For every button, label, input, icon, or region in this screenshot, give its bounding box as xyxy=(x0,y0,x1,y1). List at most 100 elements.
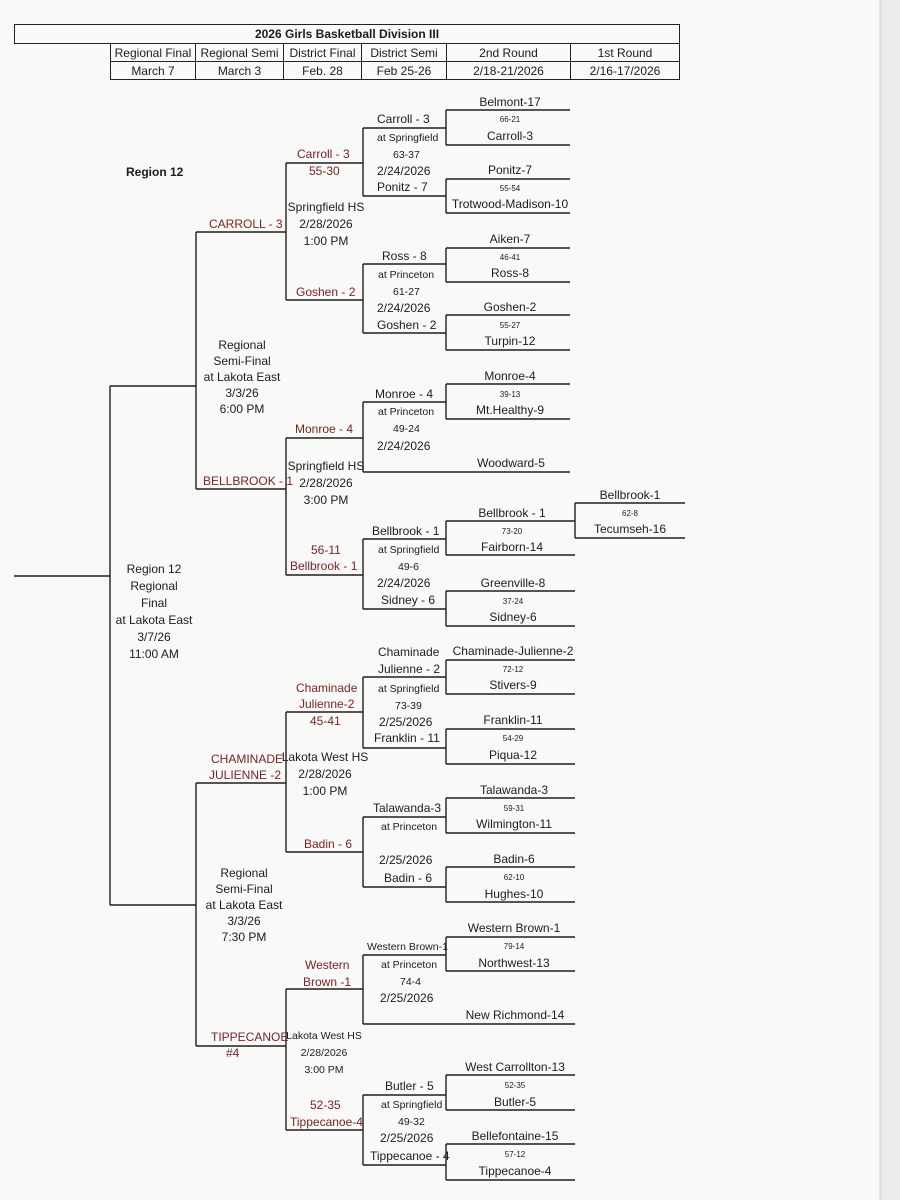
district-final-time: 1:00 PM xyxy=(303,234,349,248)
district-semi-team: Goshen - 2 xyxy=(377,318,437,332)
regional-semi-team: CHAMINADE xyxy=(211,752,284,766)
second-round-team: Fairborn-14 xyxy=(480,540,544,554)
second-round-team: West Carrollton-13 xyxy=(465,1060,565,1074)
regional-semi-line: Regional xyxy=(218,338,266,352)
second-round-team: Turpin-12 xyxy=(484,334,536,348)
district-final-score: 55-30 xyxy=(309,164,340,178)
district-semi-team: Franklin - 11 xyxy=(374,731,440,745)
district-semi-date: 2/25/2026 xyxy=(379,853,433,867)
second-round-team: Piqua-12 xyxy=(488,748,538,762)
second-round-score: 55-27 xyxy=(499,321,521,330)
region-label: Region 12 xyxy=(126,165,184,179)
district-final-score: 56-11 xyxy=(311,543,341,557)
district-semi-date: 2/24/2026 xyxy=(377,576,431,590)
district-semi-venue: at Princeton xyxy=(378,269,435,281)
second-round-score: 59-31 xyxy=(503,804,525,813)
district-semi-date: 2/25/2026 xyxy=(380,1131,434,1145)
second-round-team: Bellbrook - 1 xyxy=(478,506,546,520)
second-round-team: New Richmond-14 xyxy=(465,1008,565,1022)
regional-semi-team: #4 xyxy=(226,1046,240,1060)
second-round-team: Northwest-13 xyxy=(478,956,550,970)
second-round-team: Greenville-8 xyxy=(480,576,546,590)
district-final-team: Chaminade xyxy=(296,681,358,695)
district-final-time: 1:00 PM xyxy=(302,784,348,798)
second-round-team: Sidney-6 xyxy=(489,610,537,624)
second-round-team: Woodward-5 xyxy=(477,456,545,470)
second-round-team: Ross-8 xyxy=(490,266,530,280)
regional-final-info: Region 12 Regional Final at Lakota East … xyxy=(116,561,193,663)
second-round-score: 52-35 xyxy=(504,1081,526,1090)
regional-semi-line: Semi-Final xyxy=(213,354,271,368)
second-round-team: Butler-5 xyxy=(493,1095,537,1109)
regional-semi-line: Semi-Final xyxy=(215,882,273,896)
second-round-score: 79-14 xyxy=(503,942,525,951)
second-round-score: 73-20 xyxy=(501,527,523,536)
second-round-team: Ponitz-7 xyxy=(487,163,533,177)
district-semi-team: Tippecanoe - 4 xyxy=(370,1149,450,1163)
district-final-team: Goshen - 2 xyxy=(296,285,356,299)
district-semi-venue: at Springfield xyxy=(378,683,440,695)
second-round-score: 54-29 xyxy=(502,734,524,743)
district-semi-venue: at Princeton xyxy=(381,821,438,833)
regional-semi-team: BELLBROOK - 1 xyxy=(203,474,294,488)
second-round-score: 57-12 xyxy=(504,1150,526,1159)
second-round-team: Franklin-11 xyxy=(483,713,543,727)
district-semi-team: Sidney - 6 xyxy=(381,593,436,607)
district-semi-team: Western Brown-1 xyxy=(367,941,448,953)
district-final-team: Badin - 6 xyxy=(304,837,353,851)
regional-final-line: 11:00 AM xyxy=(129,647,179,661)
district-final-date: 2/28/2026 xyxy=(299,476,353,490)
district-final-team: Tippecanoe-4 xyxy=(290,1115,363,1129)
second-round-score: 55-54 xyxy=(499,184,521,193)
district-semi-venue: at Springfield xyxy=(381,1099,443,1111)
district-final-info: Lakota West HS 2/28/2026 3:00 PM xyxy=(286,1028,362,1079)
second-round-team: Mt.Healthy-9 xyxy=(475,403,545,417)
second-round-team: Badin-6 xyxy=(493,852,535,866)
regional-semi-line: at Lakota East xyxy=(203,370,281,384)
regional-semi-line: 3/3/26 xyxy=(225,386,259,400)
second-round-team: Bellefontaine-15 xyxy=(471,1129,559,1143)
district-final-score: 52-35 xyxy=(310,1098,341,1112)
second-round-team: Aiken-7 xyxy=(489,232,531,246)
district-semi-date: 2/25/2026 xyxy=(379,715,433,729)
district-final-date: 2/28/2026 xyxy=(298,767,352,781)
district-semi-venue: at Princeton xyxy=(378,406,435,418)
regional-semi-team: CARROLL - 3 xyxy=(209,217,283,231)
regional-final-line: Regional xyxy=(130,579,178,593)
district-final-score: 45-41 xyxy=(310,714,341,728)
regional-semi-line: at Lakota East xyxy=(205,898,283,912)
district-semi-score: 73-39 xyxy=(395,700,422,712)
second-round-team: Trotwood-Madison-10 xyxy=(451,197,569,211)
second-round-team: Goshen-2 xyxy=(483,300,537,314)
district-final-date: 2/28/2026 xyxy=(300,1047,348,1059)
regional-semi-team: TIPPECANOE xyxy=(211,1030,289,1044)
district-semi-venue: at Springfield xyxy=(378,544,440,556)
second-round-team: Tippecanoe-4 xyxy=(478,1164,552,1178)
regional-semi-bottom-info: Regional Semi-Final at Lakota East 3/3/2… xyxy=(206,865,283,945)
regional-final-line: at Lakota East xyxy=(115,613,193,627)
district-semi-score: 49-32 xyxy=(398,1116,425,1128)
first-round-score: 62-8 xyxy=(621,509,639,518)
round-date-first-round: 2/16-17/2026 xyxy=(570,61,680,80)
district-final-info: Lakota West HS 2/28/2026 1:00 PM xyxy=(282,749,368,800)
district-final-team: Carroll - 3 xyxy=(297,147,350,161)
district-semi-date: 2/24/2026 xyxy=(377,439,431,453)
district-final-time: 3:00 PM xyxy=(304,1064,344,1076)
second-round-score: 72-12 xyxy=(502,665,524,674)
second-round-team: Talawanda-3 xyxy=(479,783,549,797)
district-final-team: Western xyxy=(305,958,350,972)
district-semi-team: Ross - 8 xyxy=(382,249,427,263)
district-semi-score: 49-24 xyxy=(393,423,420,435)
district-semi-team: Carroll - 3 xyxy=(377,112,430,126)
district-semi-score: 49-6 xyxy=(398,561,420,573)
district-final-team: Monroe - 4 xyxy=(295,422,354,436)
first-round-team: Bellbrook-1 xyxy=(599,488,661,502)
district-semi-score: 74-4 xyxy=(400,976,422,988)
district-final-venue: Lakota West HS xyxy=(286,1030,362,1042)
district-semi-venue: at Princeton xyxy=(381,959,438,971)
district-final-team: Brown -1 xyxy=(303,975,352,989)
second-round-team: Monroe-4 xyxy=(484,369,536,383)
district-final-team: Julienne-2 xyxy=(299,697,355,711)
